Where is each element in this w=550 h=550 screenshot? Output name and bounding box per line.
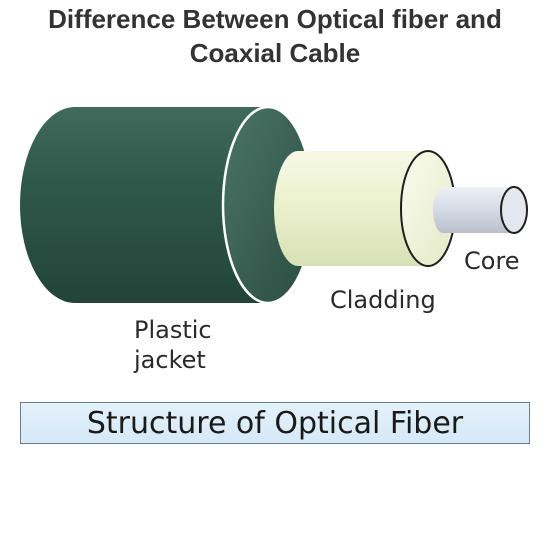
page-title: Difference Between Optical fiber and Coa…	[0, 2, 550, 70]
cladding-label: Cladding	[330, 286, 436, 314]
core-rim	[500, 186, 528, 234]
caption-box: Structure of Optical Fiber	[20, 402, 530, 444]
plastic-jacket-label-line-1: Plastic	[134, 316, 212, 344]
plastic-jacket	[20, 105, 315, 305]
diagram-caption: Structure of Optical Fiber	[86, 406, 464, 441]
page-title-line-1: Difference Between Optical fiber and	[48, 4, 502, 34]
cladding-body	[274, 151, 428, 266]
plastic-jacket-label: Plastic jacket	[134, 315, 212, 375]
plastic-jacket-label-line-2: jacket	[134, 346, 206, 374]
jacket-body	[20, 107, 268, 303]
core-body	[433, 187, 514, 233]
core-end-face	[501, 187, 527, 233]
cladding	[274, 150, 456, 267]
cladding-end-face	[401, 151, 455, 266]
page-title-line-2: Coaxial Cable	[189, 38, 361, 68]
core	[433, 186, 528, 234]
core-label: Core	[464, 247, 520, 275]
